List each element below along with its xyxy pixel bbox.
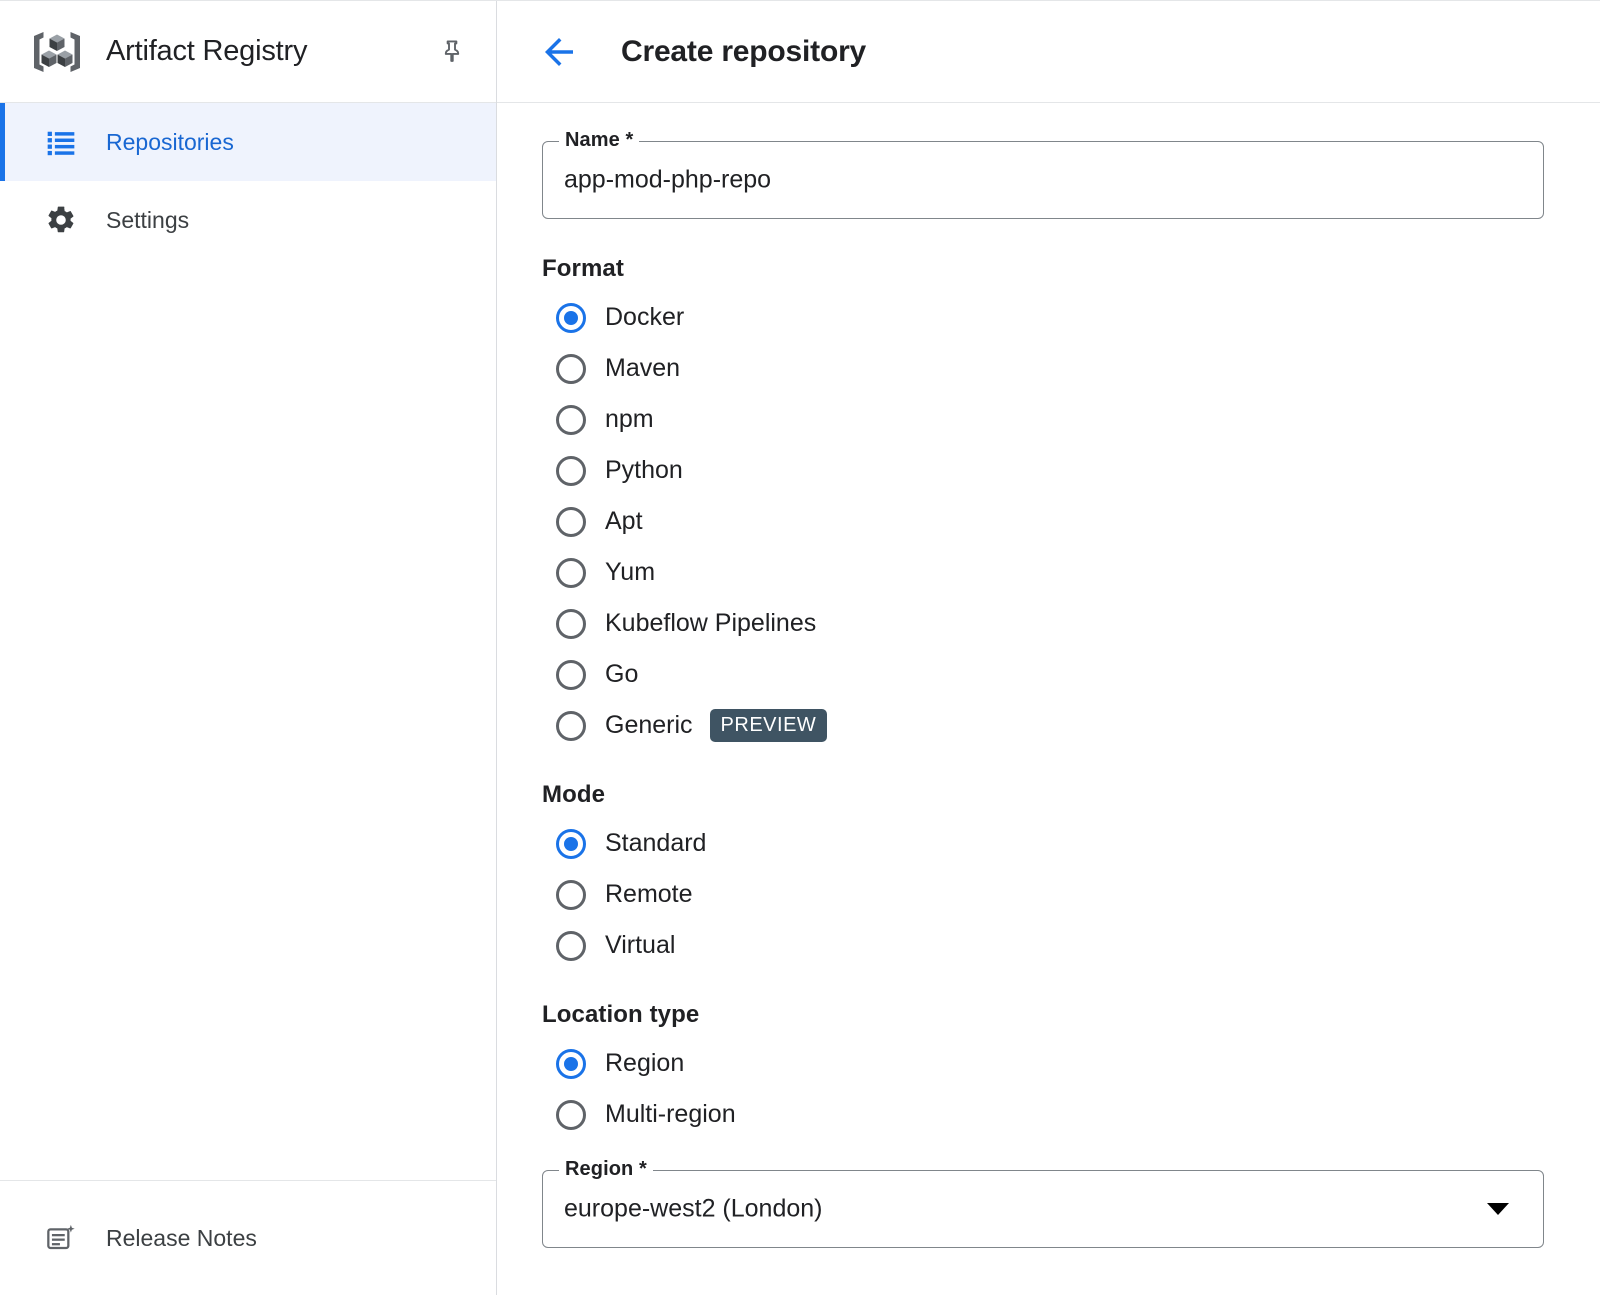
region-select-value: europe-west2 (London) [564, 1194, 823, 1223]
format-option-generic[interactable]: Generic PREVIEW [542, 700, 1545, 751]
format-option-label: Generic [605, 711, 693, 739]
format-label: Format [542, 255, 624, 282]
radio-icon-selected[interactable] [556, 302, 586, 333]
format-option-label: Go [605, 660, 639, 688]
format-option-label: Maven [605, 354, 681, 382]
mode-option-virtual[interactable]: Virtual [542, 920, 1545, 971]
radio-icon[interactable] [556, 930, 586, 961]
radio-icon[interactable] [556, 879, 586, 910]
list-icon [44, 125, 78, 159]
radio-icon-selected[interactable] [556, 1048, 586, 1079]
format-option-label: Kubeflow Pipelines [605, 609, 817, 637]
sidebar-item-label: Settings [106, 206, 190, 233]
format-option-yum[interactable]: Yum [542, 547, 1545, 598]
mode-option-label: Standard [605, 829, 707, 857]
gear-icon [44, 203, 78, 237]
sidebar-item-settings[interactable]: Settings [0, 181, 496, 259]
name-field-label: Name * [559, 129, 640, 152]
radio-icon[interactable] [556, 557, 586, 588]
main-header: Create repository [497, 1, 1600, 103]
pin-icon[interactable] [432, 32, 472, 72]
format-option-label: Docker [605, 303, 685, 331]
mode-label: Mode [542, 781, 606, 808]
location-type-label: Location type [542, 1001, 700, 1028]
radio-icon[interactable] [556, 404, 586, 435]
format-option-label: Apt [605, 507, 643, 535]
format-radio-group: Format Docker Maven npm Python [542, 255, 1545, 751]
page-title: Create repository [621, 34, 867, 68]
mode-option-remote[interactable]: Remote [542, 869, 1545, 920]
location-type-option-label: Region [605, 1049, 685, 1077]
radio-icon[interactable] [556, 506, 586, 537]
region-select[interactable]: Region * europe-west2 (London) [542, 1158, 1544, 1248]
radio-icon-selected[interactable] [556, 828, 586, 859]
artifact-registry-logo-icon [28, 23, 86, 81]
name-field[interactable]: Name * [542, 129, 1544, 219]
mode-radio-group: Mode Standard Remote Virtual [542, 781, 1545, 971]
radio-icon[interactable] [556, 710, 586, 741]
location-type-radio-group: Location type Region Multi-region [542, 1001, 1545, 1140]
main-content: Create repository Name * Format Docker M… [497, 1, 1600, 1295]
sidebar-item-repositories[interactable]: Repositories [0, 103, 496, 181]
create-repository-form: Name * Format Docker Maven npm [497, 103, 1600, 1295]
format-option-label: Yum [605, 558, 656, 586]
radio-icon[interactable] [556, 455, 586, 486]
radio-icon[interactable] [556, 353, 586, 384]
format-option-go[interactable]: Go [542, 649, 1545, 700]
format-option-docker[interactable]: Docker [542, 292, 1545, 343]
chevron-down-icon[interactable] [1487, 1203, 1509, 1215]
sidebar-header: Artifact Registry [0, 1, 496, 103]
format-option-npm[interactable]: npm [542, 394, 1545, 445]
radio-icon[interactable] [556, 1099, 586, 1130]
release-notes-icon [44, 1221, 78, 1255]
sidebar: Artifact Registry [0, 1, 497, 1295]
sidebar-item-label: Repositories [106, 128, 234, 155]
radio-icon[interactable] [556, 659, 586, 690]
format-option-maven[interactable]: Maven [542, 343, 1545, 394]
name-input[interactable] [564, 165, 1484, 195]
location-type-option-region[interactable]: Region [542, 1038, 1545, 1089]
location-type-option-multi-region[interactable]: Multi-region [542, 1089, 1545, 1140]
radio-icon[interactable] [556, 608, 586, 639]
sidebar-nav: Repositories Settings [0, 103, 496, 1180]
format-option-python[interactable]: Python [542, 445, 1545, 496]
release-notes-label: Release Notes [106, 1224, 257, 1251]
mode-option-label: Remote [605, 880, 693, 908]
location-type-option-label: Multi-region [605, 1100, 736, 1128]
format-option-label: npm [605, 405, 654, 433]
format-option-kubeflow-pipelines[interactable]: Kubeflow Pipelines [542, 598, 1545, 649]
arrow-left-icon[interactable] [533, 26, 585, 78]
preview-badge: PREVIEW [709, 709, 828, 742]
format-option-apt[interactable]: Apt [542, 496, 1545, 547]
mode-option-standard[interactable]: Standard [542, 818, 1545, 869]
brand-title: Artifact Registry [106, 35, 308, 67]
format-option-label: Python [605, 456, 683, 484]
release-notes-button[interactable]: Release Notes [0, 1180, 496, 1295]
mode-option-label: Virtual [605, 931, 676, 959]
region-select-label: Region * [559, 1158, 653, 1181]
